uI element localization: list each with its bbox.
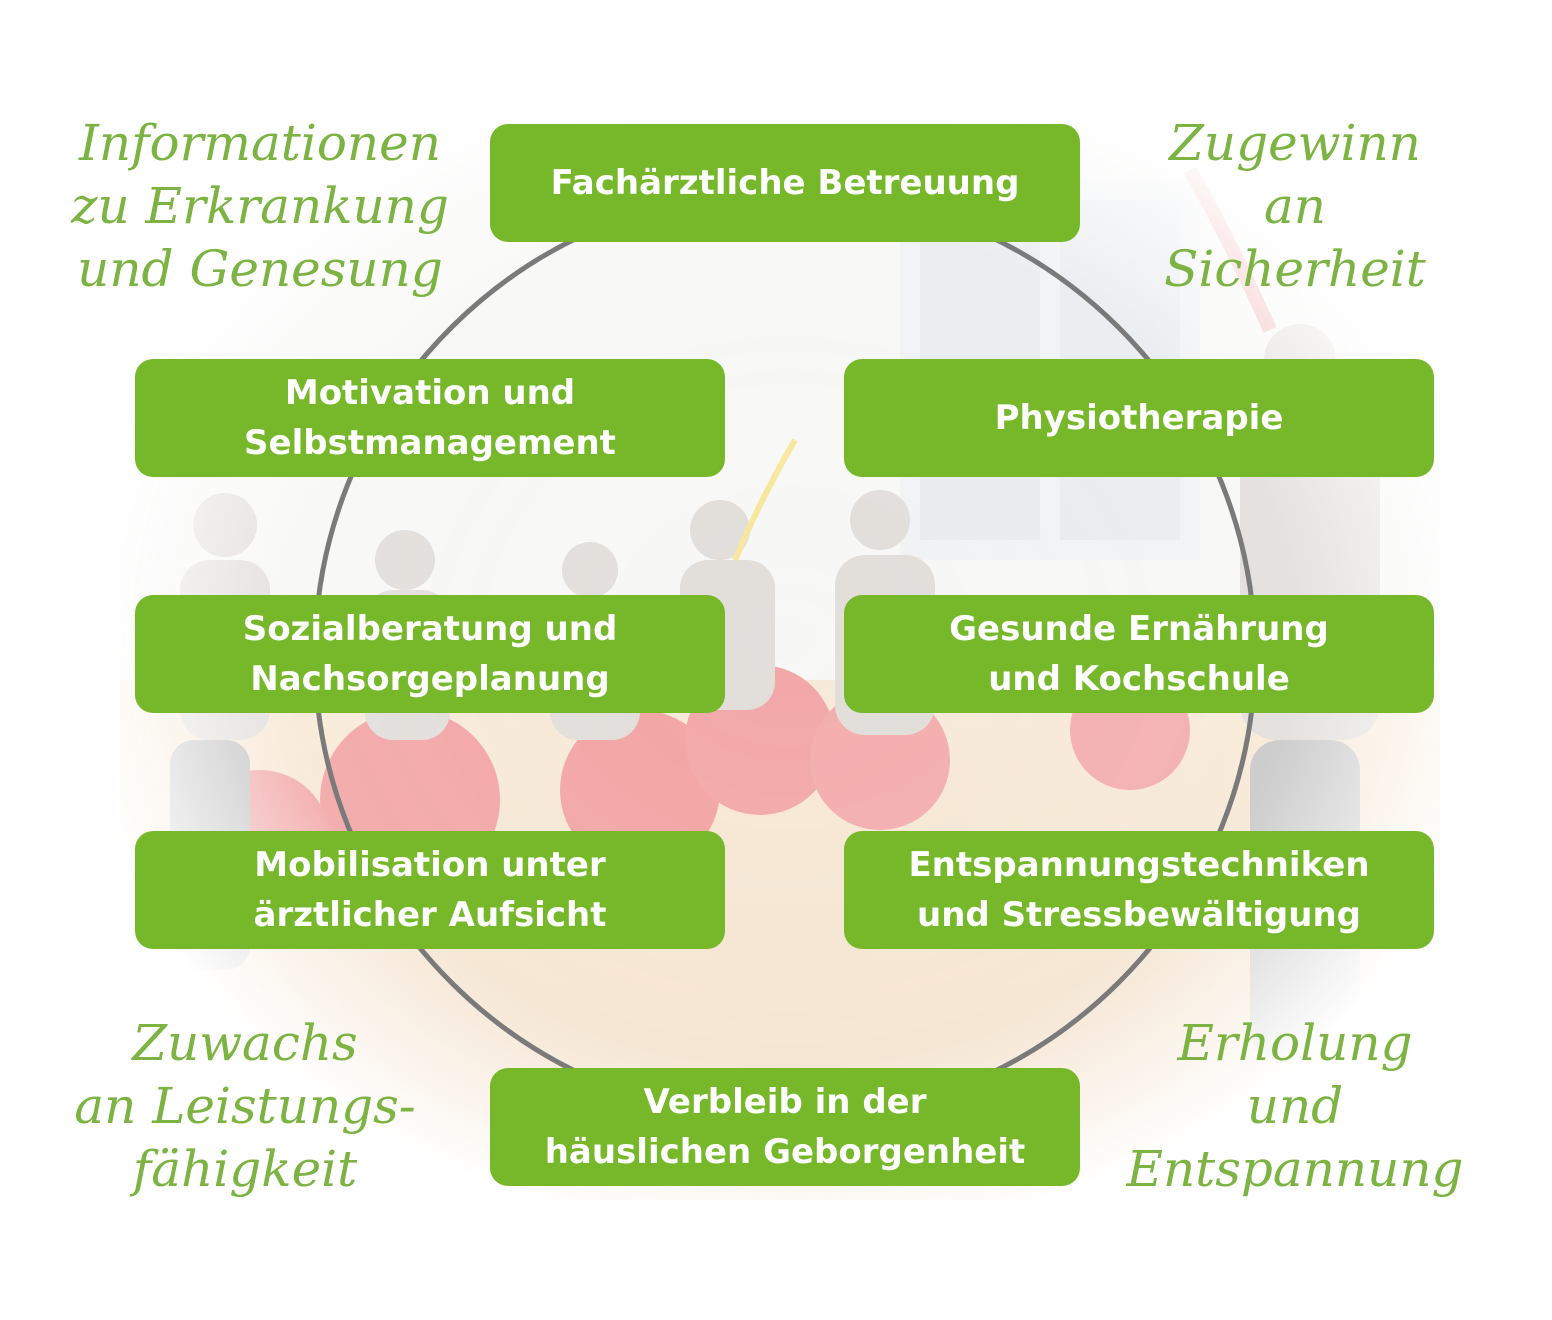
measure-label-left-3: Mobilisation unter ärztlicher Aufsicht [253, 845, 607, 935]
measure-box-left-3: Mobilisation unter ärztlicher Aufsicht [135, 831, 725, 949]
measure-box-top: Fachärztliche Betreuung [490, 124, 1080, 242]
measure-label-right-3: Entspannungstechniken und Stressbewältig… [908, 845, 1370, 935]
benefit-bottom-left: Zuwachs an Leistungs- fähigkeit [74, 1014, 416, 1198]
benefit-top-left: Informationen zu Erkrankung und Genesung [71, 114, 449, 298]
measure-box-left-1: Motivation und Selbstmanagement [135, 359, 725, 477]
measure-box-right-1: Physiotherapie [844, 359, 1434, 477]
measure-label-top: Fachärztliche Betreuung [550, 163, 1020, 203]
benefit-bottom-right: Erholung und Entspannung [1126, 1014, 1464, 1198]
measure-label-bottom: Verbleib in der häuslichen Geborgenheit [544, 1082, 1026, 1172]
measure-label-right-2: Gesunde Ernährung und Kochschule [949, 609, 1329, 699]
benefit-top-right: Zugewinn an Sicherheit [1164, 114, 1426, 298]
measure-label-right-1: Physiotherapie [994, 398, 1284, 438]
measure-label-left-1: Motivation und Selbstmanagement [244, 373, 616, 463]
measure-label-left-2: Sozialberatung und Nachsorgeplanung [242, 609, 618, 699]
measure-box-bottom: Verbleib in der häuslichen Geborgenheit [490, 1068, 1080, 1186]
measure-box-right-3: Entspannungstechniken und Stressbewältig… [844, 831, 1434, 949]
measure-box-right-2: Gesunde Ernährung und Kochschule [844, 595, 1434, 713]
measure-box-left-2: Sozialberatung und Nachsorgeplanung [135, 595, 725, 713]
